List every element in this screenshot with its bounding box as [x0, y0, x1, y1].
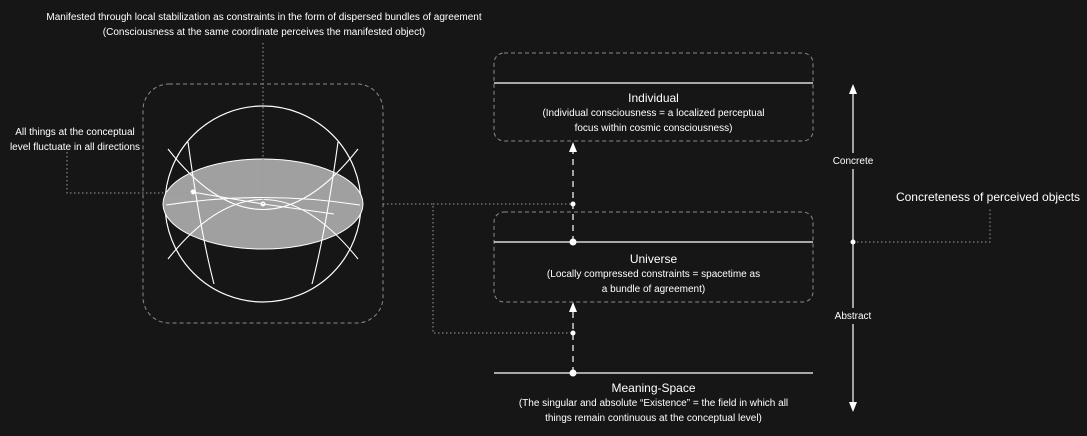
- meaning-space-title: Meaning-Space: [611, 381, 696, 395]
- axis-arrow-up: [849, 84, 857, 94]
- node-universe: [569, 238, 577, 246]
- meaning-space-label: Meaning-Space (The singular and absolute…: [474, 381, 833, 426]
- individual-group-box: [493, 52, 814, 142]
- meaning-space-desc-line2: things remain continuous at the conceptu…: [545, 413, 762, 424]
- arrowhead-to-individual: [569, 142, 577, 152]
- left-fluctuation-point: [190, 189, 196, 195]
- node-upper-junction: [570, 201, 576, 207]
- sphere-meridians: [165, 141, 361, 285]
- node-lower-junction: [570, 330, 576, 336]
- universe-title: Universe: [629, 252, 678, 266]
- left-note-line1: All things at the conceptual: [15, 127, 135, 138]
- arrowhead-to-universe: [569, 302, 577, 312]
- node-meaning-space: [569, 369, 577, 377]
- top-note: Manifested through local stabilization a…: [30, 10, 498, 40]
- axis-arrow-down: [849, 402, 857, 412]
- left-note: All things at the conceptual level fluct…: [0, 125, 150, 155]
- universe-group-box: [493, 211, 814, 303]
- individual-label: Individual (Individual consciousness = a…: [494, 91, 813, 136]
- universe-label: Universe (Locally compressed constraints…: [494, 252, 813, 297]
- individual-title: Individual: [628, 91, 679, 105]
- axis-label-abstract: Abstract: [834, 311, 872, 322]
- left-note-line2: level fluctuate in all directions: [9, 142, 141, 153]
- individual-desc-line1: (Individual consciousness = a localized …: [542, 108, 765, 119]
- individual-desc-line2: focus within cosmic consciousness): [574, 123, 733, 134]
- axis-midpoint: [850, 239, 856, 245]
- top-note-line2: (Consciousness at the same coordinate pe…: [102, 27, 426, 38]
- axis-label-gap-top: [830, 153, 876, 169]
- axis-label-concrete: Concrete: [832, 156, 874, 167]
- top-note-line1: Manifested through local stabilization a…: [46, 12, 482, 23]
- universe-desc-line2: a bundle of agreement): [601, 284, 706, 295]
- axis-label-gap-bottom: [830, 308, 876, 324]
- axis-side-label: Concreteness of perceived objects: [895, 190, 1081, 204]
- meaning-space-desc-line1: (The singular and absolute “Existence” =…: [518, 398, 789, 409]
- universe-desc-line1: (Locally compressed constraints = spacet…: [546, 269, 761, 280]
- dotted-leaders: [66, 43, 991, 334]
